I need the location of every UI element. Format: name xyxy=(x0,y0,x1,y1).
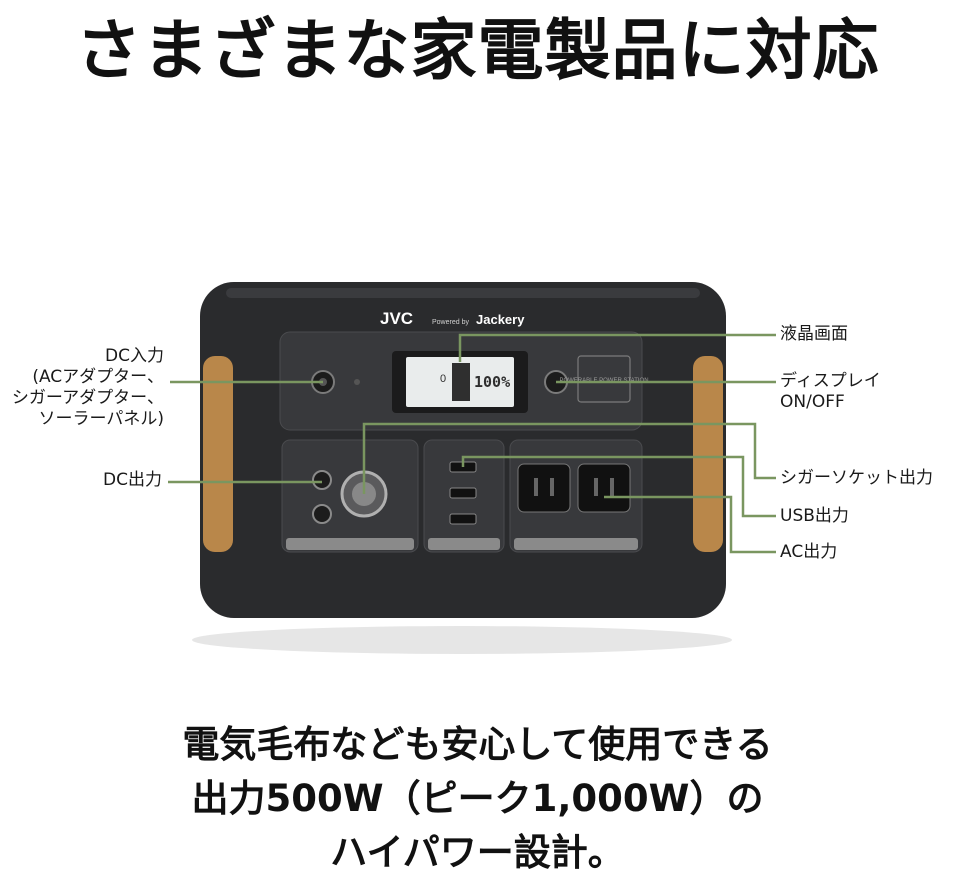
caption-line-1: 電気毛布なども安心して使用できる xyxy=(182,723,773,766)
callout-line-lcd xyxy=(458,333,776,362)
dc-output-port-1-icon xyxy=(312,470,332,490)
lcd-left-digit: 0 xyxy=(440,373,446,385)
usb-port-2-icon xyxy=(449,487,477,499)
ac-outlet-2-slot-b xyxy=(610,478,614,496)
dc-output-port-2-icon xyxy=(312,504,332,524)
battery-gauge-icon xyxy=(452,363,470,401)
callout-dc-input-line-2: シガーアダプター、 xyxy=(11,388,164,408)
floor-shadow xyxy=(192,626,732,654)
callout-dc-output: DC出力 xyxy=(103,470,162,490)
top-rim xyxy=(226,288,700,298)
callout-dc-input-line-3: ソーラーパネル) xyxy=(38,409,164,429)
callout-lines xyxy=(168,333,776,554)
ac-outlet-2-slot-a xyxy=(594,478,598,496)
brand-logo: JVC xyxy=(380,309,413,328)
callout-line-usb xyxy=(461,455,776,518)
usb-label-strip xyxy=(428,538,500,550)
ac-outlet-1-icon xyxy=(517,463,571,513)
callout-usb-output: USB出力 xyxy=(780,506,849,526)
ac-outlet-2-icon xyxy=(577,463,631,513)
callout-dc-input: DC入力 (ACアダプター、 シガーアダプター、 ソーラーパネル) xyxy=(8,346,164,430)
callout-lcd: 液晶画面 xyxy=(780,324,848,344)
callout-dc-input-title: DC入力 xyxy=(105,346,164,366)
callout-line-ac xyxy=(604,495,776,554)
lcd-reading: 100% xyxy=(474,373,510,391)
partner-logo: Jackery xyxy=(476,312,525,327)
callout-display-switch-line-2: ON/OFF xyxy=(780,392,845,412)
indicator-led-icon xyxy=(354,379,360,385)
callout-cigar-socket: シガーソケット出力 xyxy=(780,468,933,488)
usb-port-3-icon xyxy=(449,513,477,525)
callout-display-switch: ディスプレイ ON/OFF xyxy=(780,371,881,413)
dc-label-strip xyxy=(286,538,414,550)
callout-line-cigar xyxy=(362,422,776,494)
callout-display-switch-line-1: ディスプレイ xyxy=(780,371,881,391)
callout-dc-input-line-1: (ACアダプター、 xyxy=(32,367,164,387)
side-grip-right xyxy=(693,356,723,552)
ac-outlet-1-slot-a xyxy=(534,478,538,496)
side-grip-left xyxy=(203,356,233,552)
ac-outlet-1-slot-b xyxy=(550,478,554,496)
callout-ac-output: AC出力 xyxy=(780,542,838,562)
powered-by-text: Powered by xyxy=(432,319,469,326)
badge-frame xyxy=(577,355,631,403)
headline: さまざまな家電製品に対応 xyxy=(75,12,880,89)
caption-line-3: ハイパワー設計。 xyxy=(330,831,625,874)
ac-label-strip xyxy=(514,538,638,550)
caption: 電気毛布なども安心して使用できる 出力500W（ピーク1,000W）の ハイパワ… xyxy=(0,718,955,880)
caption-line-2: 出力500W（ピーク1,000W）の xyxy=(191,777,764,820)
